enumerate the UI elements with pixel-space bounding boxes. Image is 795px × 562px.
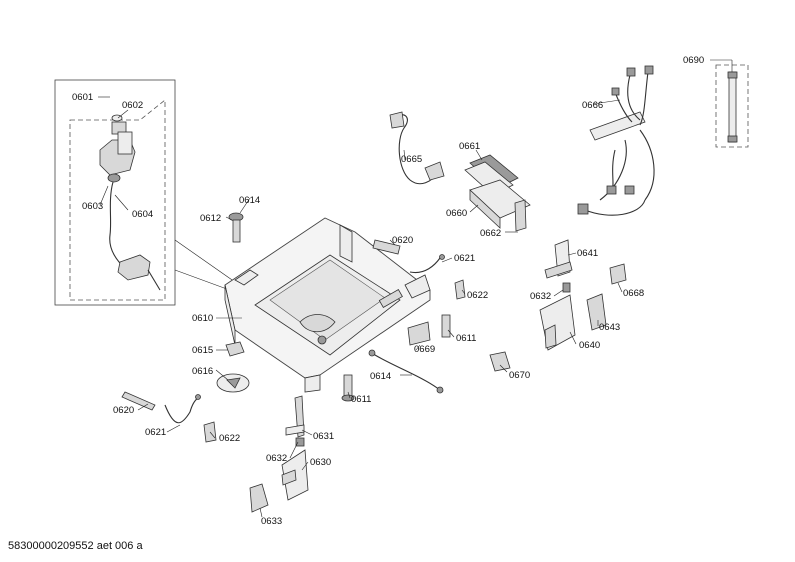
leader-lines xyxy=(98,59,733,518)
label-0604: 0604 xyxy=(132,209,153,220)
label-0632-middle: 0632 xyxy=(266,453,287,464)
wire-0621-right xyxy=(409,254,445,274)
bar-0614-middle xyxy=(368,349,444,394)
label-0601: 0601 xyxy=(72,92,93,103)
label-0615: 0615 xyxy=(192,345,213,356)
valve-body-0603 xyxy=(99,131,136,183)
part-labels: 0601 0602 0603 0604 0610 0612 0614 0615 … xyxy=(72,55,704,527)
screw-0611-middle xyxy=(341,374,355,402)
label-0622-right: 0622 xyxy=(467,290,488,301)
part-0643 xyxy=(586,293,607,331)
hose-0690 xyxy=(715,64,749,148)
bracket-0640 xyxy=(539,294,576,351)
hose-0665 xyxy=(389,111,445,185)
label-0665: 0665 xyxy=(401,154,422,165)
label-0661: 0661 xyxy=(459,141,480,152)
label-0603: 0603 xyxy=(82,201,103,212)
label-0630: 0630 xyxy=(310,457,331,468)
label-0602: 0602 xyxy=(122,100,143,111)
label-0633: 0633 xyxy=(261,516,282,527)
label-0640: 0640 xyxy=(579,340,600,351)
part-0669 xyxy=(407,321,431,346)
label-0641: 0641 xyxy=(577,248,598,259)
bracket-0641 xyxy=(544,239,573,279)
label-0632-right: 0632 xyxy=(530,291,551,302)
cable-harness-0666 xyxy=(577,65,655,216)
base-frame-0610 xyxy=(224,217,431,393)
heater-0620-left xyxy=(121,391,156,411)
label-0621-left: 0621 xyxy=(145,427,166,438)
valve-part-0602 xyxy=(111,114,127,135)
valve-cable-0604 xyxy=(109,181,161,291)
label-0669: 0669 xyxy=(414,344,435,355)
clip-0622-right xyxy=(454,279,466,300)
screw-0612 xyxy=(228,212,244,243)
disc-0616 xyxy=(216,373,250,393)
label-0610: 0610 xyxy=(192,313,213,324)
label-0612: 0612 xyxy=(200,213,221,224)
part-0615 xyxy=(225,341,245,357)
label-0614-top: 0614 xyxy=(239,195,260,206)
label-0620-right: 0620 xyxy=(392,235,413,246)
bracket-0631 xyxy=(285,395,305,438)
label-0621-right: 0621 xyxy=(454,253,475,264)
label-0662: 0662 xyxy=(480,228,501,239)
label-0666: 0666 xyxy=(582,100,603,111)
heater-0620-right xyxy=(372,239,401,255)
part-0632-middle xyxy=(295,437,305,447)
label-0660: 0660 xyxy=(446,208,467,219)
label-0611-right: 0611 xyxy=(456,333,476,344)
part-0632-right xyxy=(562,282,571,293)
label-0670: 0670 xyxy=(509,370,530,381)
label-0668: 0668 xyxy=(623,288,644,299)
label-0643: 0643 xyxy=(599,322,620,333)
label-0611-middle: 0611 xyxy=(351,394,371,405)
document-id: 58300000209552 aet 006 a xyxy=(8,540,143,552)
screw-0611-right xyxy=(441,314,451,338)
label-0620-left: 0620 xyxy=(113,405,134,416)
part-0662 xyxy=(514,199,527,232)
label-0622-left: 0622 xyxy=(219,433,240,444)
part-0668 xyxy=(609,263,627,285)
label-0614-middle: 0614 xyxy=(370,371,391,382)
label-0690: 0690 xyxy=(683,55,704,66)
label-0631: 0631 xyxy=(313,431,334,442)
foot-0633 xyxy=(249,483,269,513)
wire-0621-left xyxy=(164,394,201,424)
label-0616: 0616 xyxy=(192,366,213,377)
bracket-0630 xyxy=(281,449,309,501)
part-0670 xyxy=(489,351,511,372)
